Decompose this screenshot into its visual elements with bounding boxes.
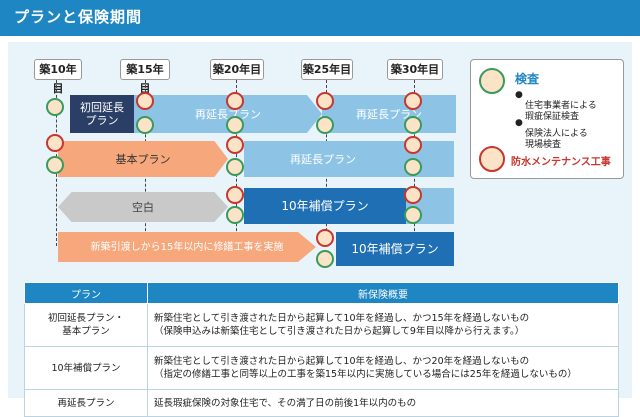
table-row: 再延長プラン 延長瑕疵保険の対象住宅で、その満了日の前後1年以内のもの xyxy=(25,390,619,417)
inspector-icon xyxy=(46,156,64,174)
table-cell-plan: 初回延長プラン・ 基本プラン xyxy=(25,304,148,347)
year-label-30: 築30年目 xyxy=(387,59,443,80)
bar-basic-plan: 基本プラン xyxy=(58,141,228,177)
maintenance-worker-icon xyxy=(404,136,422,154)
inspector-icon xyxy=(316,116,334,134)
maintenance-worker-icon xyxy=(226,186,244,204)
table-cell-description: 新築住宅として引き渡された日から起算して10年を経過し、かつ15年を経過しないも… xyxy=(148,304,619,347)
inspector-icon xyxy=(404,158,422,176)
maintenance-worker-icon xyxy=(316,229,334,247)
inspector-icon xyxy=(404,206,422,224)
maintenance-worker-icon xyxy=(404,92,422,110)
legend-box: 検査 ●住宅事業者による 瑕疵保証検査 ●保険法人による 現場検査 防水メンテナ… xyxy=(470,59,624,179)
bar-10yr-warranty-b: 10年補償プラン xyxy=(336,232,454,266)
inspector-icon xyxy=(136,116,154,134)
table-header-overview: 新保険概要 xyxy=(148,283,619,304)
bar-repair-arrow: 新築引渡しから15年以内に修繕工事を実施 xyxy=(58,232,316,262)
table-cell-description: 延長瑕疵保険の対象住宅で、その満了日の前後1年以内のもの xyxy=(148,390,619,417)
year-label-25: 築25年目 xyxy=(301,59,353,80)
maintenance-worker-icon xyxy=(136,92,154,110)
inspector-icon xyxy=(226,116,244,134)
year-label-10: 築10年目 xyxy=(34,59,82,80)
maintenance-worker-icon xyxy=(226,136,244,154)
bar-10yr-warranty-a: 10年補償プラン xyxy=(244,188,406,224)
maintenance-worker-icon xyxy=(316,92,334,110)
bar-re-extension-3: 再延長プラン xyxy=(244,141,402,177)
inspector-icon xyxy=(226,158,244,176)
maintenance-worker-icon xyxy=(226,92,244,110)
table-row: 初回延長プラン・ 基本プラン 新築住宅として引き渡された日から起算して10年を経… xyxy=(25,304,619,347)
bullet-icon: ● xyxy=(515,118,523,129)
plan-summary-table: プラン 新保険概要 初回延長プラン・ 基本プラン 新築住宅として引き渡された日か… xyxy=(24,282,619,417)
table-cell-plan: 10年補償プラン xyxy=(25,347,148,390)
legend-maintenance-title: 防水メンテナンス工事 xyxy=(511,153,611,168)
year-label-15: 築15年目 xyxy=(120,59,170,80)
inspector-icon xyxy=(226,206,244,224)
legend-inspection-item-2: ●保険法人による 現場検査 xyxy=(525,118,588,151)
bar-blank-period: 空白 xyxy=(58,192,228,222)
table-header-plan: プラン xyxy=(25,283,148,304)
inspector-icon xyxy=(404,116,422,134)
inspector-icon xyxy=(46,98,64,116)
year-label-20: 築20年目 xyxy=(210,59,264,80)
maintenance-worker-icon xyxy=(46,134,64,152)
table-row: 10年補償プラン 新築住宅として引き渡された日から起算して10年を経過し、かつ2… xyxy=(25,347,619,390)
maintenance-worker-icon xyxy=(404,186,422,204)
table-cell-description: 新築住宅として引き渡された日から起算して10年を経過し、かつ20年を経過しないも… xyxy=(148,347,619,390)
table-header-row: プラン 新保険概要 xyxy=(25,283,619,304)
inspector-icon xyxy=(479,68,505,94)
bar-first-renewal-plan: 初回延長 プラン xyxy=(70,95,134,133)
inspector-icon xyxy=(316,250,334,268)
bar-re-extension-2: 再延長プラン xyxy=(322,95,456,133)
page-title: プランと保険期間 xyxy=(14,6,142,27)
table-cell-plan: 再延長プラン xyxy=(25,390,148,417)
legend-inspection-title: 検査 xyxy=(515,70,539,87)
bullet-icon: ● xyxy=(515,90,523,101)
maintenance-worker-icon xyxy=(479,146,505,172)
header-bar: プランと保険期間 xyxy=(0,0,640,36)
